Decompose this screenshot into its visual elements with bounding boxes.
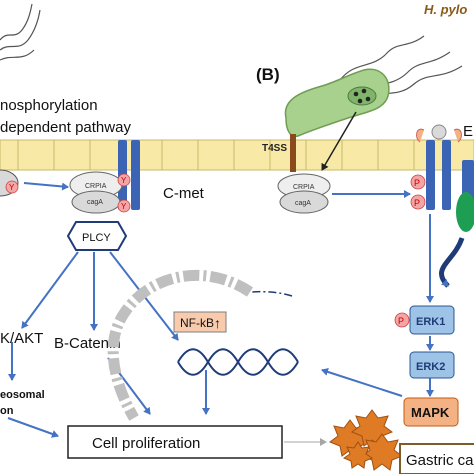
kinase-cascade-arrows [321, 214, 434, 397]
nfkb-label: NF-kB [180, 316, 214, 330]
curved-feedback-arrow [439, 237, 465, 288]
erk1-label: ERK1 [416, 316, 445, 328]
nfkb-box: NF-kB ↑ [173, 311, 227, 333]
erk2-label: ERK2 [416, 361, 445, 373]
egfr-green-domain [456, 192, 474, 232]
lysosomal-line1: eosomal [0, 389, 45, 401]
right-phospho-sites: P P P [394, 174, 426, 328]
injection-arrow [321, 111, 357, 171]
cell-membrane [0, 139, 474, 171]
right-complex-bottom: cagA [295, 200, 311, 207]
panel-label: (B) [256, 65, 280, 84]
cell-proliferation-box: Cell proliferation [67, 425, 283, 459]
left-signal-arrows [7, 251, 179, 438]
right-phospho-3: P [398, 316, 404, 326]
erk2-box: ERK2 [409, 351, 455, 379]
species-title: H. pylo [424, 2, 467, 17]
left-title-line1: nosphorylation [0, 97, 98, 114]
left-title-line2: dependent pathway [0, 119, 131, 136]
left-phospho-1: Y [121, 176, 127, 185]
plcy-label: PLCY [82, 232, 111, 244]
plcy-adapter: PLCY [66, 221, 128, 251]
egfr-label: E [463, 123, 473, 140]
nuclear-envelope [107, 269, 254, 421]
akt-label: K/AKT [0, 330, 43, 347]
nfkb-up-icon: ↑ [214, 315, 221, 331]
left-complex-bottom: cagA [87, 199, 103, 206]
left-caga-complex: CRPIA cagA Y Y [69, 171, 131, 214]
left-edge-complex: Y [0, 169, 19, 197]
catenin-label: B-Catenin [54, 335, 121, 352]
t4ss-channel: T4SS [262, 134, 296, 172]
right-phospho-2: P [414, 198, 420, 208]
left-edge-phospho: Y [9, 183, 15, 192]
dna-helix [177, 348, 299, 376]
tumor-icon [328, 409, 404, 471]
lysosomal-line2: on [0, 405, 14, 417]
erk1-box: ERK1 [409, 305, 455, 335]
flagella-left [0, 3, 41, 61]
cell-proliferation-label: Cell proliferation [92, 435, 200, 452]
c-met-label: C-met [163, 185, 205, 202]
h-pylori-bacterium [284, 35, 463, 138]
mapk-label: MAPK [411, 405, 450, 420]
left-complex-top: CRPIA [85, 183, 107, 190]
right-phospho-1: P [414, 178, 420, 188]
t4ss-label: T4SS [262, 143, 287, 154]
nuclear-envelope-upper [249, 290, 293, 297]
right-complex-top: CRPIA [293, 184, 315, 191]
right-caga-complex: CRPIA cagA [277, 173, 331, 214]
gastric-cancer-box: Gastric ca [399, 443, 474, 474]
mapk-box: MAPK [403, 397, 459, 427]
left-phospho-2: Y [121, 202, 127, 211]
arrow-edge-to-complex [23, 182, 69, 191]
gastric-cancer-label: Gastric ca [406, 452, 474, 469]
